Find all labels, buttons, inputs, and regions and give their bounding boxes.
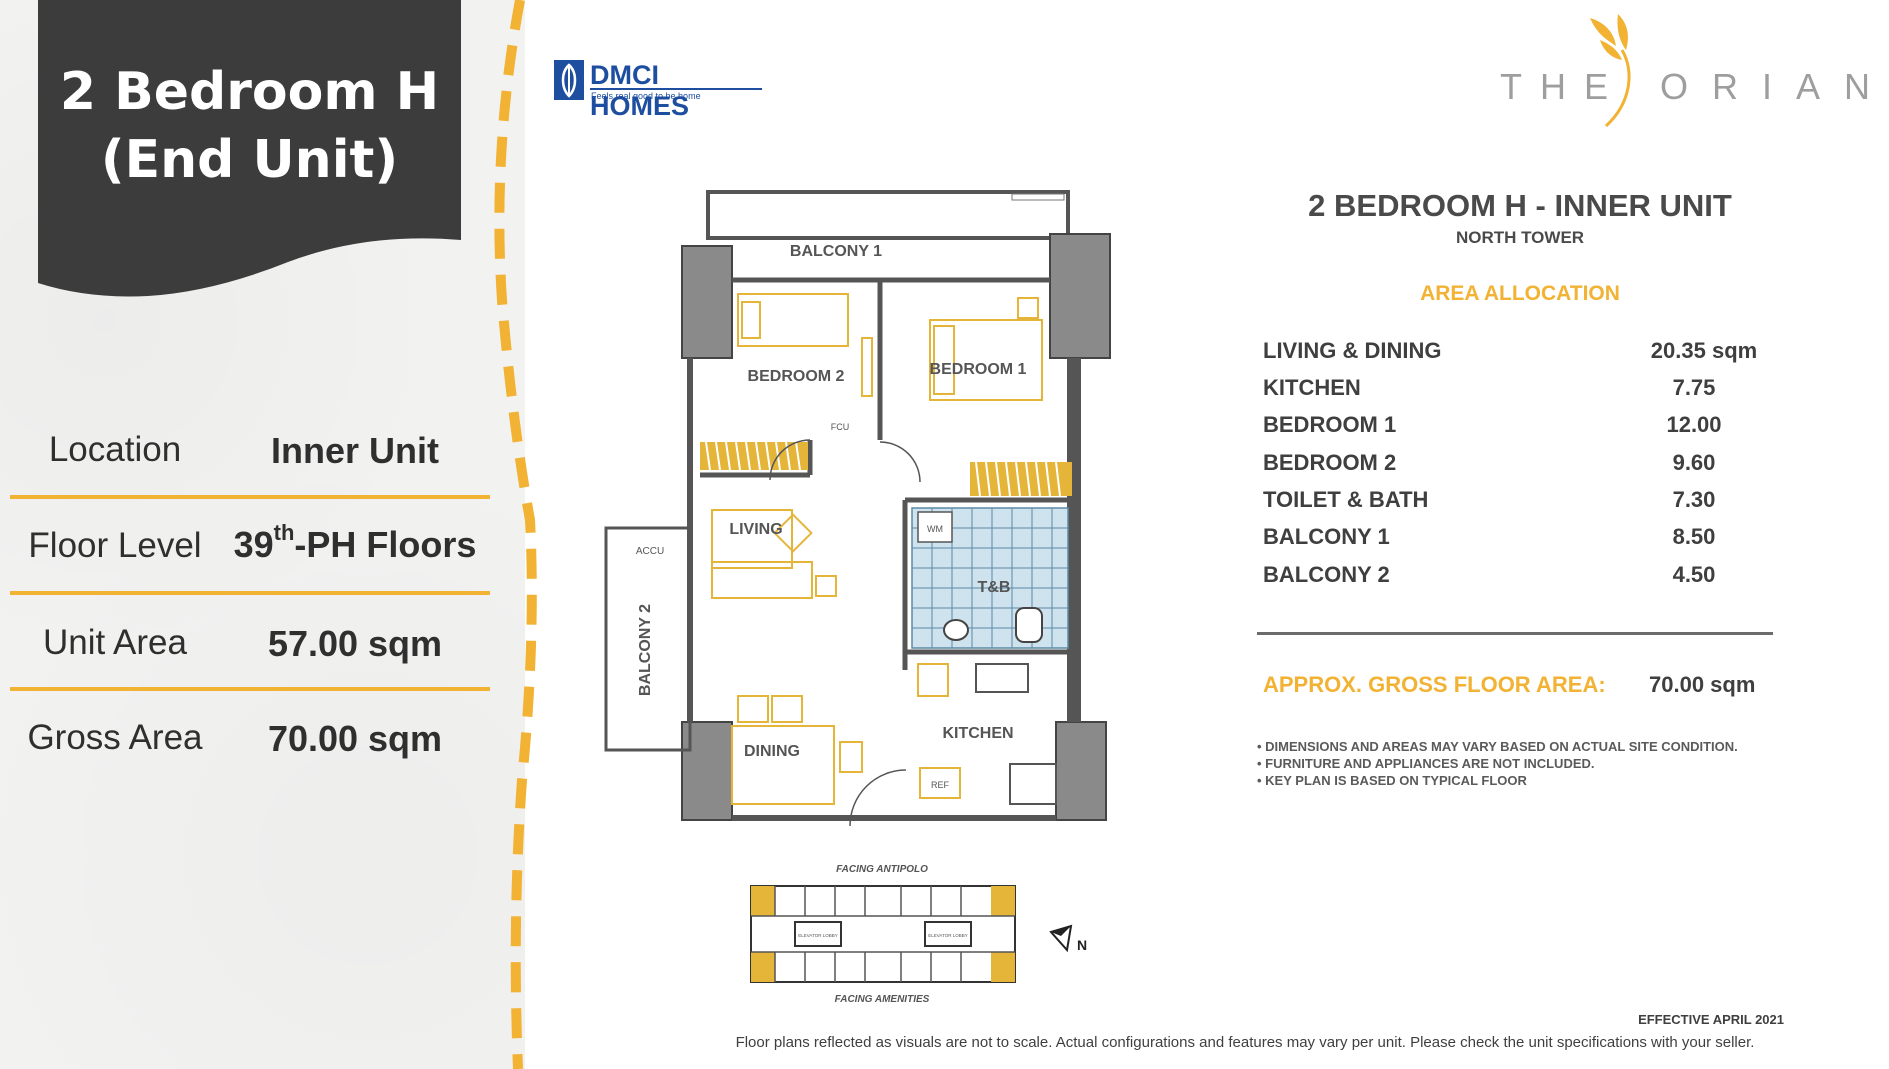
area-row: LIVING & DINING 20.35 sqm — [1263, 338, 1763, 368]
wall-column — [1055, 721, 1107, 821]
area-value: 4.50 — [1672, 562, 1716, 587]
area-name: LIVING & DINING — [1263, 338, 1442, 363]
area-name: BALCONY 1 — [1263, 524, 1390, 549]
spec-unit-area: Unit Area 57.00 sqm — [10, 617, 490, 709]
label-living: LIVING — [729, 521, 782, 538]
area-allocation-heading: AREA ALLOCATION — [1420, 282, 1620, 305]
area-name: BEDROOM 1 — [1263, 412, 1397, 437]
title-banner: 2 Bedroom H (End Unit) — [38, 0, 461, 300]
note-item: • FURNITURE AND APPLIANCES ARE NOT INCLU… — [1257, 756, 1595, 771]
unit-title-line2: (End Unit) — [100, 130, 399, 190]
spec-location-value: Inner Unit — [271, 430, 439, 471]
floor-value-number: 39 — [233, 524, 274, 565]
area-row: TOILET & BATH 7.30 — [1263, 487, 1763, 517]
logo-word-the: THE — [1500, 66, 1626, 107]
area-row: BALCONY 2 4.50 — [1263, 562, 1763, 592]
keyplan-bottom-label: FACING AMENITIES — [835, 994, 930, 1005]
duct — [1009, 763, 1057, 805]
info-title: 2 BEDROOM H - INNER UNIT — [1308, 188, 1732, 223]
label-wm: WM — [927, 524, 943, 534]
area-value: 7.75 — [1672, 375, 1716, 400]
dmci-emblem-icon — [554, 60, 584, 100]
area-name: TOILET & BATH — [1263, 487, 1429, 512]
label-tb: T&B — [978, 579, 1011, 596]
spec-gross-area-value: 70.00 sqm — [267, 718, 443, 759]
spec-divider — [10, 687, 490, 691]
info-subtitle: NORTH TOWER — [1455, 228, 1585, 247]
left-panel: 2 Bedroom H (End Unit) Location Inner Un… — [0, 0, 525, 1069]
label-bedroom2: BEDROOM 2 — [748, 368, 845, 385]
dashed-wave-divider — [494, 0, 537, 1069]
leaf-emblem-icon — [1590, 14, 1631, 128]
balcony1-area — [706, 190, 1070, 240]
area-row: BEDROOM 1 12.00 — [1263, 412, 1763, 442]
spec-floor-value: 39th-PH Floors — [220, 520, 490, 566]
info-divider — [1257, 632, 1773, 635]
oriana-logo: THE ORIANA — [1500, 10, 1889, 130]
spec-divider — [10, 591, 490, 595]
area-row: BEDROOM 2 9.60 — [1263, 450, 1763, 480]
label-ref: REF — [931, 780, 950, 790]
note-item: • KEY PLAN IS BASED ON TYPICAL FLOOR — [1257, 773, 1527, 788]
spec-unit-area-value: 57.00 sqm — [267, 623, 443, 664]
keyplan-top-label: FACING ANTIPOLO — [836, 864, 928, 875]
gross-label: APPROX. GROSS FLOOR AREA: — [1263, 672, 1606, 697]
area-value: 12.00 — [1666, 412, 1722, 437]
area-value: 8.50 — [1672, 524, 1716, 549]
floor-value-suffix: -PH Floors — [294, 524, 477, 565]
label-accu: ACCU — [636, 546, 664, 557]
furniture — [711, 293, 1043, 805]
keyplan-lobby-left: ELEVATOR LOBBY — [798, 933, 838, 938]
gross-value: 70.00 sqm — [1649, 672, 1756, 697]
area-row: KITCHEN 7.75 — [1263, 375, 1763, 405]
effective-date: EFFECTIVE APRIL 2021 — [1638, 1012, 1784, 1027]
north-label: N — [1077, 937, 1087, 953]
spec-gross-area: Gross Area 70.00 sqm — [10, 712, 490, 804]
wall-column — [681, 245, 733, 359]
label-kitchen: KITCHEN — [942, 725, 1013, 742]
label-fcu: FCU — [831, 422, 850, 432]
spec-floor-level: Floor Level 39th-PH Floors — [10, 520, 490, 612]
brand-underline — [590, 88, 762, 90]
notes: • DIMENSIONS AND AREAS MAY VARY BASED ON… — [1257, 738, 1738, 789]
brand-tagline: Feels real good to be home — [591, 91, 701, 101]
area-name: BEDROOM 2 — [1263, 450, 1397, 475]
logo-word-oriana: ORIANA — [1660, 66, 1889, 107]
area-name: BALCONY 2 — [1263, 562, 1390, 587]
unit-title: 2 Bedroom H (End Unit) — [38, 58, 461, 194]
kitchen-sink — [975, 663, 1029, 693]
area-value: 7.30 — [1672, 487, 1716, 512]
keyplan-lobby-right: ELEVATOR LOBBY — [928, 933, 968, 938]
washing-machine — [917, 511, 953, 543]
label-dining: DINING — [744, 743, 800, 760]
spec-gross-area-label: Gross Area — [27, 718, 203, 757]
spec-divider — [10, 495, 490, 499]
spec-location: Location Inner Unit — [10, 424, 490, 516]
key-plan: FACING ANTIPOLO ELEVATOR LOBBY ELEVATOR … — [750, 864, 1087, 1005]
area-value: 9.60 — [1672, 450, 1716, 475]
note-item: • DIMENSIONS AND AREAS MAY VARY BASED ON… — [1257, 739, 1738, 754]
wall-column — [1049, 233, 1111, 359]
brand-name: DMCI HOMES — [590, 60, 690, 121]
label-balcony2: BALCONY 2 — [637, 604, 654, 696]
area-row: BALCONY 1 8.50 — [1263, 524, 1763, 554]
label-balcony1: BALCONY 1 — [790, 243, 882, 260]
disclaimer: Floor plans reflected as visuals are not… — [735, 1034, 1755, 1051]
floor-plan: BALCONY 1 BEDROOM 2 BEDROOM 1 LIVING DIN… — [604, 190, 1111, 827]
spec-floor-label: Floor Level — [28, 526, 202, 565]
floor-value-sup: th — [273, 520, 295, 545]
spec-unit-area-label: Unit Area — [43, 623, 187, 662]
label-bedroom1: BEDROOM 1 — [930, 361, 1027, 378]
north-arrow-icon — [1049, 924, 1073, 953]
spec-location-label: Location — [48, 430, 182, 469]
title-banner-shape — [38, 0, 461, 297]
area-value: 20.35 sqm — [1650, 338, 1758, 363]
unit-title-line1: 2 Bedroom H — [59, 62, 440, 122]
balcony2-area — [604, 526, 692, 752]
area-name: KITCHEN — [1263, 375, 1361, 400]
